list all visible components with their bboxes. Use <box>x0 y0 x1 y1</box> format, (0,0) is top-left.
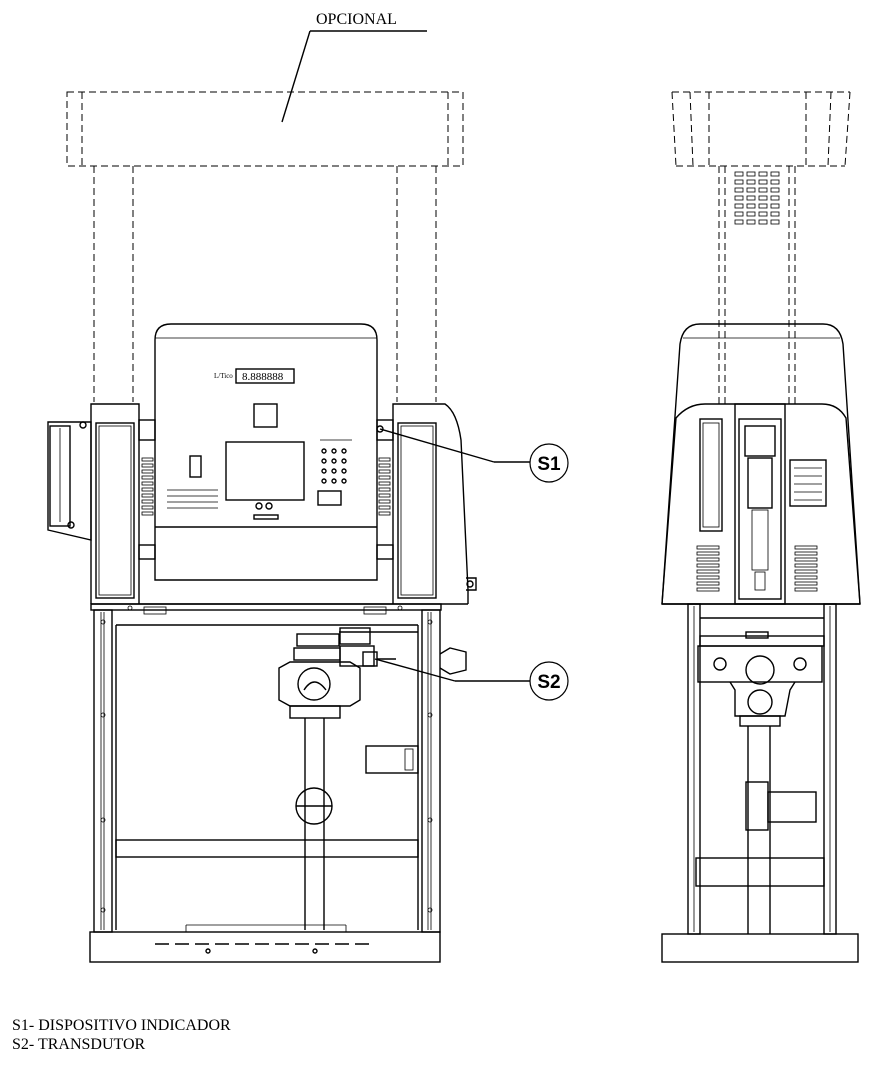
legend: S1- DISPOSITIVO INDICADOR S2- TRANSDUTOR <box>12 1016 231 1054</box>
side-base-frame <box>661 603 860 963</box>
side-vents <box>696 545 818 592</box>
optional-label: OPCIONAL <box>316 11 397 28</box>
optional-callout: OPCIONAL <box>281 11 427 123</box>
front-canopy-dashed <box>66 91 464 402</box>
callout-s1-circle <box>529 443 569 483</box>
front-meter-assembly <box>278 627 418 930</box>
keypad <box>321 448 347 484</box>
legend-item-s2: S2- TRANSDUTOR <box>12 1036 146 1053</box>
svg-text:L/Tico: L/Tico <box>214 372 233 380</box>
callout-s1-label: S1 <box>537 454 561 475</box>
side-body <box>661 323 861 605</box>
front-base-frame <box>89 603 468 963</box>
side-canopy-grille <box>734 171 780 225</box>
legend-item-s1: S1- DISPOSITIVO INDICADOR <box>12 1017 231 1034</box>
callout-s2: S2 <box>374 658 569 701</box>
front-vents <box>141 457 391 516</box>
side-canopy-dashed <box>671 91 851 404</box>
callout-s2-circle <box>529 661 569 701</box>
callout-s2-label: S2 <box>537 672 560 693</box>
display-readout: 8.888888 <box>242 371 284 383</box>
callout-s1: S1 <box>379 428 569 483</box>
front-head: L/Tico 8.888888 <box>138 323 394 581</box>
front-side-columns <box>47 403 477 604</box>
